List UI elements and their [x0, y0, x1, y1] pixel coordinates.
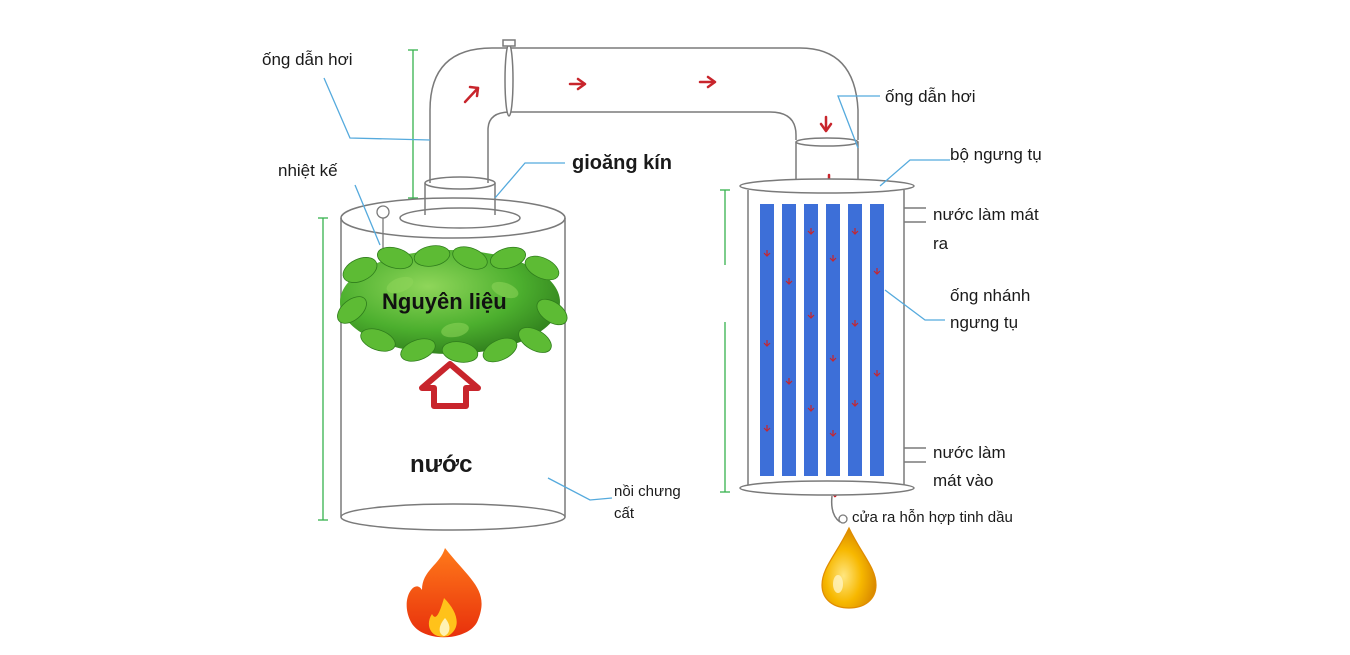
- still-pot-label-2: cất: [614, 505, 635, 522]
- thermometer-label: nhiệt kế: [278, 161, 338, 180]
- callout-lines: [323, 77, 950, 501]
- still-pot-label-1: nồi chưng: [614, 483, 681, 500]
- condenser-label: bộ ngưng tụ: [950, 145, 1042, 164]
- coolant-in-label-2: mát vào: [933, 471, 994, 490]
- condenser: [739, 178, 926, 524]
- coolant-out-label-2: ra: [933, 234, 949, 253]
- dimension-guides: [318, 49, 730, 521]
- still-pot: [340, 197, 566, 531]
- steam-pipe-label-right: ống dẫn hơi: [885, 87, 976, 106]
- water-label: nước: [410, 451, 473, 478]
- seal-neck: [424, 176, 496, 215]
- material-label: Nguyên liệu: [382, 289, 507, 314]
- coolant-in-label-1: nước làm: [933, 443, 1006, 462]
- seal-label: gioăng kín: [572, 152, 672, 174]
- steam-pipe-label-left: ống dẫn hơi: [262, 50, 353, 69]
- branch-tube-label-2: ngưng tụ: [950, 313, 1019, 332]
- oil-drop-icon: [821, 526, 877, 609]
- branch-tube-label-1: ống nhánh: [950, 286, 1031, 305]
- leaves-icon: [337, 245, 568, 363]
- coolant-out-label-1: nước làm mát: [933, 205, 1039, 224]
- outlet-label: cửa ra hỗn hợp tinh dầu: [852, 509, 1013, 526]
- flame-icon: [406, 548, 482, 638]
- steam-pipe: [429, 39, 859, 183]
- up-arrow-icon: [419, 361, 481, 409]
- thermometer-icon: [376, 205, 390, 248]
